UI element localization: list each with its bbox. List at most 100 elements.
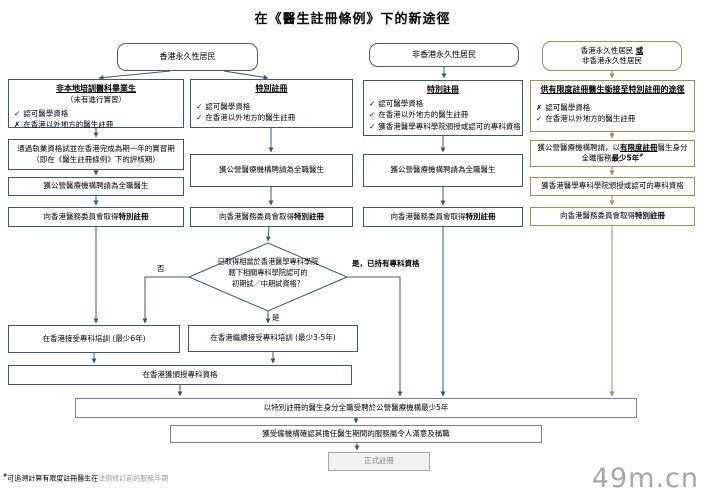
- employ-text: 獲公營醫療機構聘請為全職醫生: [43, 181, 149, 191]
- box-full-registration: 正式註冊: [328, 452, 430, 471]
- register-pre: 向香港醫務委員會取得: [219, 211, 294, 221]
- exam-line2: （即在《醫生註冊條例》下的評核期）: [32, 154, 160, 164]
- page-title: 在《醫生註冊條例》下的新途徑: [254, 12, 451, 27]
- col2-criteria: ✓認可醫學資格 ✓在香港以外地方的醫生註冊: [196, 101, 352, 124]
- register-pre: 向香港醫務委員會取得: [43, 211, 119, 221]
- decision-question: 已取得相當於香港醫學專科學院 轄下相關專科學院認可的 初期試／中期試資格？: [196, 257, 340, 289]
- register-text: 向香港醫務委員會取得特別註冊: [391, 212, 496, 222]
- employer-confirmation-text: 獲受僱機構確認其擔任醫生期間的服務屬令人滿意及稱職: [262, 428, 450, 438]
- footnote-main: 可追溯計算有限度註冊醫生在: [7, 474, 99, 483]
- watermark: 49m.cn: [591, 463, 699, 494]
- col1-header-non-local-graduates: 非本地培訓醫科畢業生 （未有進行實習） ✓認可醫學資格 ✗在香港以外地方的醫生註…: [8, 79, 184, 131]
- criterion-text: 在香港以外地方的醫生註冊: [205, 113, 296, 123]
- employ-min5: 最少5年: [611, 153, 640, 163]
- node-either-label: 香港永久性居民 或 非香港永久性居民: [581, 46, 643, 66]
- register-bold: 特別註冊: [465, 211, 496, 221]
- branch-label-no: 否: [157, 264, 165, 273]
- footnote-gray: 法例修訂前的服務年期: [98, 474, 169, 483]
- check-icon: ✓: [369, 99, 376, 108]
- training-6yr-text: 在香港接受專科培訓 (最少6年): [42, 333, 146, 343]
- col2-header-special-registration: 特別註冊 ✓認可醫學資格 ✓在香港以外地方的醫生註冊: [190, 79, 353, 128]
- specialist-awarded-text: 在香港獲頒授專科資格: [142, 369, 218, 379]
- col1-step-licensing-exam: 通過執業資格試並在香港完成為期一年的實習期 （即在《醫生註冊條例》下的評核期）: [8, 139, 184, 170]
- employ-mid: 醫生身分: [657, 143, 688, 153]
- register-pre: 向香港醫務委員會取得: [560, 211, 635, 221]
- check-icon: ✓: [196, 113, 203, 123]
- specialist-text: 獲香港醫學專科學院頒授或認可的專科資格: [541, 181, 684, 191]
- decision-line2: 轄下相關專科學院認可的: [228, 267, 308, 277]
- col1-step-special-registration: 向香港醫務委員會取得特別註冊: [8, 207, 184, 227]
- box-special-reg-employment-5yr: 以特別註冊的醫生身分全職受聘於公營醫療機構最少5年: [75, 398, 637, 418]
- employ-text: 獲公營醫療機構聘請為全職醫生: [390, 165, 496, 175]
- criterion-text: 認可醫學資格: [23, 109, 69, 118]
- node-non-hk-label: 非香港永久性居民: [412, 49, 476, 59]
- box-training-3-5yr: 在香港繼續接受專科培訓 (最少3-5年): [188, 325, 358, 352]
- col2-step-public-employment: 獲公營醫療機構聘請為全職醫生: [190, 154, 353, 187]
- node-hk-label: 香港永久性居民: [159, 51, 216, 61]
- either-pre: 香港永久性居民: [580, 45, 636, 55]
- node-non-hk-permanent-resident: 非香港永久性居民: [369, 43, 519, 67]
- col3-step-special-registration: 向香港醫務委員會取得特別註冊: [363, 207, 523, 227]
- cross-icon: ✗: [536, 103, 543, 112]
- node-hk-permanent-resident: 香港永久性居民: [117, 43, 258, 71]
- exam-line1: 通過執業資格試並在香港完成為期一年的實習期: [17, 144, 175, 154]
- col1-step-public-employment: 獲公營醫療機構聘請為全職醫生: [8, 177, 184, 196]
- register-text: 向香港醫務委員會取得特別註冊: [560, 211, 665, 221]
- training-3-5yr-text: 在香港繼續接受專科培訓 (最少3-5年): [210, 333, 336, 343]
- decision-line3: 初期試／中期試資格？: [232, 278, 304, 288]
- col4-step-special-registration: 向香港醫務委員會取得特別註冊: [530, 207, 695, 226]
- special-reg-employment-text: 以特別註冊的醫生身分全職受聘於公營醫療機構最少5年: [263, 402, 449, 412]
- either-line2: 非香港永久性居民: [581, 56, 642, 65]
- register-bold: 特別註冊: [118, 211, 149, 221]
- col1-subtitle: （未有進行實習）: [66, 95, 126, 104]
- col4-title: 供有限度註冊醫生銜接至特別註冊的途徑: [540, 85, 685, 94]
- branch-label-yes-specialist: 是，已持有專科資格: [352, 259, 420, 268]
- col3-header-special-registration: 特別註冊 ✓認可醫學資格 ✓在香港以外地方的醫生註冊 ✓獲香港醫學專科學院頒授或…: [363, 80, 523, 136]
- employ-limited: 有限度註冊: [620, 143, 658, 153]
- branch-label-yes: 是: [272, 313, 280, 322]
- either-or: 或: [635, 45, 644, 55]
- footnote-ref-mark: #: [639, 153, 644, 160]
- col1-exam-text: 通過執業資格試並在香港完成為期一年的實習期 （即在《醫生註冊條例》下的評核期）: [17, 144, 175, 164]
- col4-criteria: ✗認可醫學資格 ✓在香港以外地方的醫生註冊: [536, 102, 694, 125]
- box-specialist-awarded: 在香港獲頒授專科資格: [8, 365, 352, 385]
- node-hk-or-non-hk-resident: 香港永久性居民 或 非香港永久性居民: [542, 41, 682, 71]
- criterion-text: 在香港以外地方的醫生註冊: [23, 120, 114, 130]
- register-bold: 特別註冊: [294, 211, 324, 221]
- check-icon: ✓: [536, 114, 543, 124]
- col2-step-special-registration: 向香港醫務委員會取得特別註冊: [190, 207, 353, 227]
- register-bold: 特別註冊: [635, 211, 665, 221]
- col3-title: 特別註冊: [427, 85, 459, 94]
- employ-pre: 獲公營醫療機構聘請，以: [537, 143, 621, 153]
- criterion-text: 在香港以外地方的醫生註冊: [378, 110, 469, 120]
- box-training-6yr: 在香港接受專科培訓 (最少6年): [8, 325, 180, 353]
- cross-icon: ✗: [14, 120, 21, 130]
- criterion-text: 認可醫學資格: [205, 102, 251, 111]
- col4-step-specialist-qualification: 獲香港醫學專科學院頒授或認可的專科資格: [530, 177, 695, 196]
- criterion-text: 認可醫學資格: [378, 99, 424, 108]
- register-text: 向香港醫務委員會取得特別註冊: [44, 212, 149, 222]
- col1-criteria: ✓認可醫學資格 ✗在香港以外地方的醫生註冊: [14, 108, 183, 131]
- col1-title: 非本地培訓醫科畢業生: [56, 84, 136, 93]
- criterion-text: 認可醫學資格: [545, 103, 591, 112]
- check-icon: ✓: [196, 102, 203, 111]
- box-employer-confirmation: 獲受僱機構確認其擔任醫生期間的服務屬令人滿意及稱職: [170, 425, 542, 443]
- col4-step-limited-employment-5yr: 獲公營醫療機構聘請，以有限度註冊醫生身分 全職服務最少5年#: [530, 140, 695, 167]
- check-icon: ✓: [14, 109, 21, 118]
- employ-line2-pre: 全職服務: [581, 153, 612, 163]
- check-icon: ✓: [369, 121, 376, 131]
- register-text: 向香港醫務委員會取得特別註冊: [219, 212, 324, 222]
- full-registration-text: 正式註冊: [364, 456, 394, 466]
- footnote: #可追溯計算有限度註冊醫生在法例修訂前的服務年期: [3, 473, 168, 483]
- col4-header-limited-to-special-pathway: 供有限度註冊醫生銜接至特別註冊的途徑 ✗認可醫學資格 ✓在香港以外地方的醫生註冊: [530, 80, 695, 132]
- col3-step-public-employment: 獲公營醫療機構聘請為全職醫生: [363, 154, 523, 187]
- criterion-text: 在香港以外地方的醫生註冊: [545, 114, 636, 124]
- col2-title: 特別註冊: [255, 84, 288, 93]
- criterion-text: 獲香港醫學專科學院頒授或認可的專科資格: [378, 121, 521, 131]
- decision-diamond: [187, 242, 349, 312]
- register-pre: 向香港醫務委員會取得: [390, 211, 466, 221]
- footnote-sup: #: [3, 473, 8, 479]
- employ-text: 獲公營醫療機構聘請為全職醫生: [219, 165, 324, 175]
